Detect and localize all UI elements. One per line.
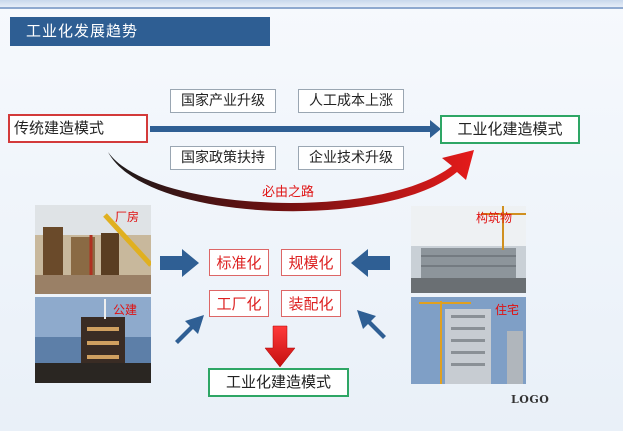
inevitable-path-arrow — [108, 150, 474, 212]
photo-public-building: 公建 — [35, 297, 151, 383]
top-bar-line — [0, 7, 623, 9]
arrow-structure-to-methods — [351, 249, 390, 277]
method-assembly: 装配化 — [281, 290, 341, 317]
arrow-factory-to-methods — [160, 249, 199, 277]
arrow-public-to-methods — [175, 315, 204, 344]
arrow-residential-to-methods — [357, 310, 386, 339]
photo-label-structure: 构筑物 — [476, 211, 513, 225]
method-standardization: 标准化 — [209, 249, 269, 276]
top-bar — [0, 0, 623, 7]
main-flow-arrow — [150, 120, 441, 138]
factor-tech-upgrade: 企业技术升级 — [298, 146, 404, 170]
factor-labor-cost: 人工成本上涨 — [298, 89, 404, 113]
method-scale: 规模化 — [281, 249, 341, 276]
traditional-mode-box: 传统建造模式 — [8, 114, 148, 143]
photo-label-factory: 厂房 — [115, 210, 140, 224]
down-arrow — [264, 325, 296, 368]
photo-residential: 住宅 — [411, 297, 526, 384]
photo-label-residential: 住宅 — [495, 303, 520, 317]
slide-title: 工业化发展趋势 — [10, 17, 270, 46]
photo-factory: 厂房 — [35, 205, 151, 294]
photo-label-public: 公建 — [113, 303, 138, 317]
method-factory: 工厂化 — [209, 290, 269, 317]
industrialized-mode-box: 工业化建造模式 — [440, 115, 580, 144]
factor-industry-upgrade: 国家产业升级 — [170, 89, 276, 113]
result-mode-box: 工业化建造模式 — [208, 368, 349, 397]
factor-policy-support: 国家政策扶持 — [170, 146, 276, 170]
photo-structure: 构筑物 — [411, 206, 526, 293]
curve-label: 必由之路 — [262, 185, 315, 200]
logo: LOGO — [511, 393, 550, 406]
